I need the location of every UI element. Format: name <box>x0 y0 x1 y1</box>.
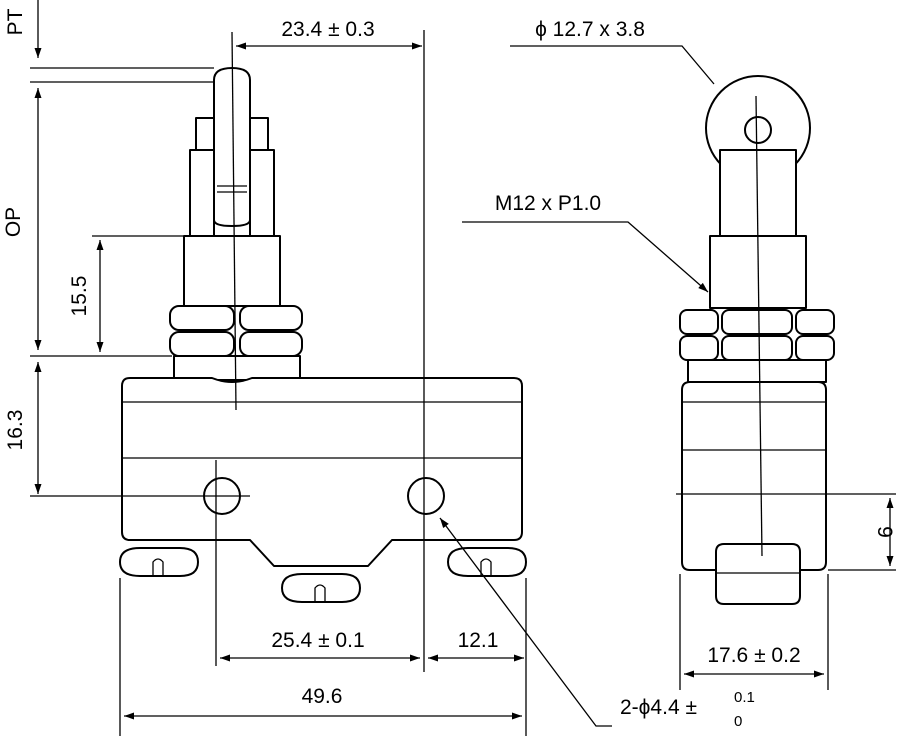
label-dim-17-6: 17.6 ± 0.2 <box>707 644 800 667</box>
switch-body <box>121 377 523 567</box>
threaded-bushing <box>183 235 281 307</box>
label-roller: ϕ 12.7 x 3.8 <box>535 18 645 41</box>
roller-axle-hole <box>744 116 772 144</box>
label-thread: M12 x P1.0 <box>495 192 601 215</box>
label-dim-15-5: 15.5 <box>68 276 91 317</box>
roller-holder <box>195 117 215 151</box>
side-terminal <box>715 543 801 605</box>
label-dim-49-6: 49.6 <box>302 685 343 708</box>
front-view <box>119 67 527 603</box>
mounting-hole-right <box>407 477 445 515</box>
hex-nut-upper <box>169 305 235 331</box>
side-nut-lower <box>679 335 719 361</box>
terminal-right <box>447 547 527 577</box>
label-dim-25-4: 25.4 ± 0.1 <box>271 629 364 652</box>
label-op: OP <box>2 207 25 237</box>
label-pt: PT <box>4 8 27 35</box>
side-body <box>681 381 827 571</box>
side-nut-upper <box>679 309 719 335</box>
label-dim-16-3: 16.3 <box>4 410 27 451</box>
terminal-center <box>281 573 361 603</box>
side-view <box>679 75 835 605</box>
hex-nut-lower <box>169 331 235 357</box>
label-dim-12-1: 12.1 <box>458 629 499 652</box>
label-dim-23-4: 23.4 ± 0.3 <box>281 18 374 41</box>
label-holes: 2-ϕ4.4 ± <box>620 696 697 719</box>
label-holes-tol-upper: 0.1 <box>734 689 755 706</box>
label-holes-tol-lower: 0 <box>734 713 742 730</box>
label-dim-9: 9 <box>873 526 896 538</box>
terminal-left <box>119 547 199 577</box>
